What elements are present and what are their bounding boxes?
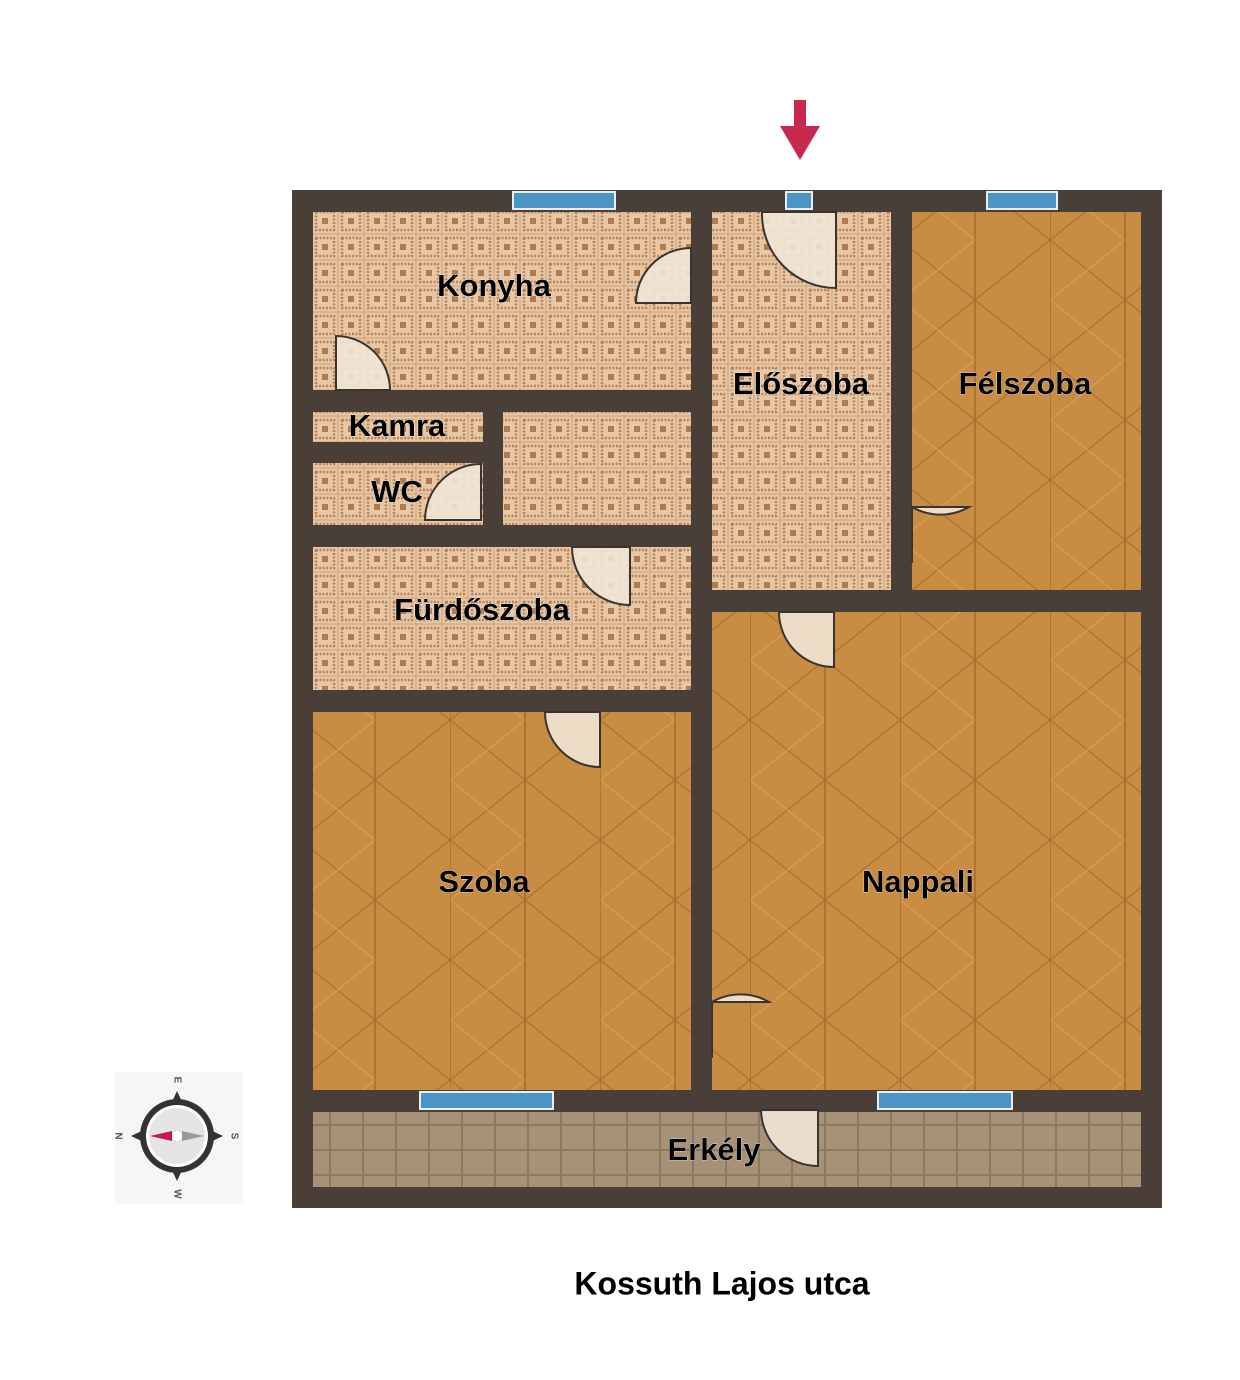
door — [543, 711, 601, 769]
room-storage — [503, 412, 691, 525]
room-erkely — [313, 1112, 1141, 1187]
door — [760, 211, 837, 290]
compass-e: E — [171, 1077, 182, 1084]
compass-w: W — [171, 1189, 182, 1199]
door — [634, 246, 692, 304]
label-szoba: Szoba — [438, 864, 530, 899]
door — [570, 546, 631, 607]
room-szoba — [313, 712, 691, 1090]
room-kamra — [313, 412, 483, 442]
door — [423, 462, 482, 521]
window — [986, 191, 1058, 210]
door — [777, 611, 835, 669]
label-nappali: Nappali — [862, 864, 974, 899]
door — [911, 505, 973, 563]
compass-icon: N E S W — [112, 1072, 243, 1204]
window — [785, 191, 813, 210]
window — [877, 1091, 1013, 1110]
window — [512, 191, 616, 210]
label-erkely: Erkély — [667, 1132, 761, 1167]
door — [711, 993, 773, 1058]
entrance-arrow-icon — [780, 100, 820, 160]
door — [759, 1109, 819, 1168]
label-kamra: Kamra — [349, 408, 446, 443]
label-eloszoba: Előszoba — [733, 366, 870, 401]
label-konyha: Konyha — [437, 268, 551, 303]
compass-s: S — [228, 1133, 239, 1140]
label-felszoba: Félszoba — [959, 366, 1092, 401]
door — [335, 334, 392, 391]
room-nappali — [712, 612, 1141, 1090]
street-name: Kossuth Lajos utca — [574, 1265, 869, 1301]
label-wc: WC — [371, 474, 423, 509]
window — [419, 1091, 554, 1110]
room-felszoba — [912, 212, 1141, 590]
compass-n: N — [112, 1132, 123, 1139]
label-furdoszoba: Fürdőszoba — [394, 592, 570, 627]
